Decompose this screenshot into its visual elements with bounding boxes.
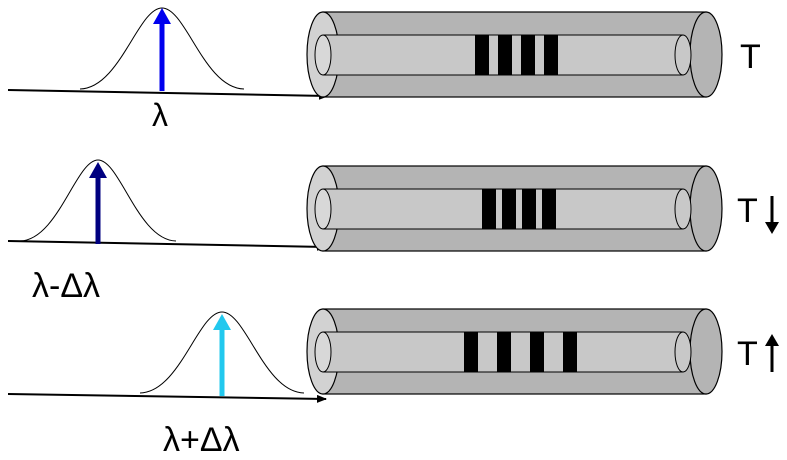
grating-line [464, 332, 478, 372]
wavelength-axis [7, 393, 327, 403]
grating-line [502, 189, 516, 229]
grating-line [544, 35, 558, 75]
arrow-up-icon [765, 334, 779, 372]
fiber-end-right [689, 165, 723, 252]
wavelength-arrow [89, 162, 107, 244]
wavelength-label: λ+Δλ [163, 421, 240, 459]
gaussian-curve [19, 159, 177, 242]
temperature-indicator-1: T [740, 38, 761, 76]
wavelength-label: λ-Δλ [32, 267, 100, 305]
wavelength-label: λ [152, 97, 168, 133]
spectrum-panel-1: λ [7, 7, 329, 133]
row-3: λ+Δλ T [7, 308, 779, 459]
temperature-label: T [737, 192, 758, 230]
grating-line [475, 35, 489, 75]
temperature-label: T [740, 38, 761, 76]
wavelength-arrow [153, 8, 171, 91]
temperature-label: T [737, 335, 758, 373]
arrow-down-icon [765, 196, 779, 234]
row-2: λ-Δλ T [7, 159, 779, 305]
wavelength-axis [7, 240, 327, 251]
grating-line [498, 35, 512, 75]
wavelength-arrow [213, 314, 231, 396]
bragg-grating [475, 35, 558, 75]
grating-line [542, 189, 556, 229]
grating-line [521, 35, 535, 75]
temperature-indicator-3: T [737, 334, 779, 373]
grating-line [530, 332, 544, 372]
fiber-3 [306, 308, 723, 395]
fiber-end-right [689, 11, 723, 98]
spectrum-panel-3: λ+Δλ [7, 311, 327, 459]
spectrum-panel-2: λ-Δλ [7, 159, 327, 305]
wavelength-axis [7, 89, 329, 100]
grating-line [482, 189, 496, 229]
core-end [314, 34, 332, 76]
core-end [314, 331, 332, 373]
grating-line [522, 189, 536, 229]
grating-line [497, 332, 511, 372]
temperature-indicator-2: T [737, 192, 779, 234]
grating-line [563, 332, 577, 372]
gaussian-curve [139, 311, 305, 394]
row-1: λ T [7, 7, 761, 133]
fiber-1 [306, 11, 723, 98]
bragg-grating [482, 189, 556, 229]
fiber-2 [306, 165, 723, 252]
core-end [314, 188, 332, 230]
fiber-end-right [689, 308, 723, 395]
bragg-grating [464, 332, 577, 372]
